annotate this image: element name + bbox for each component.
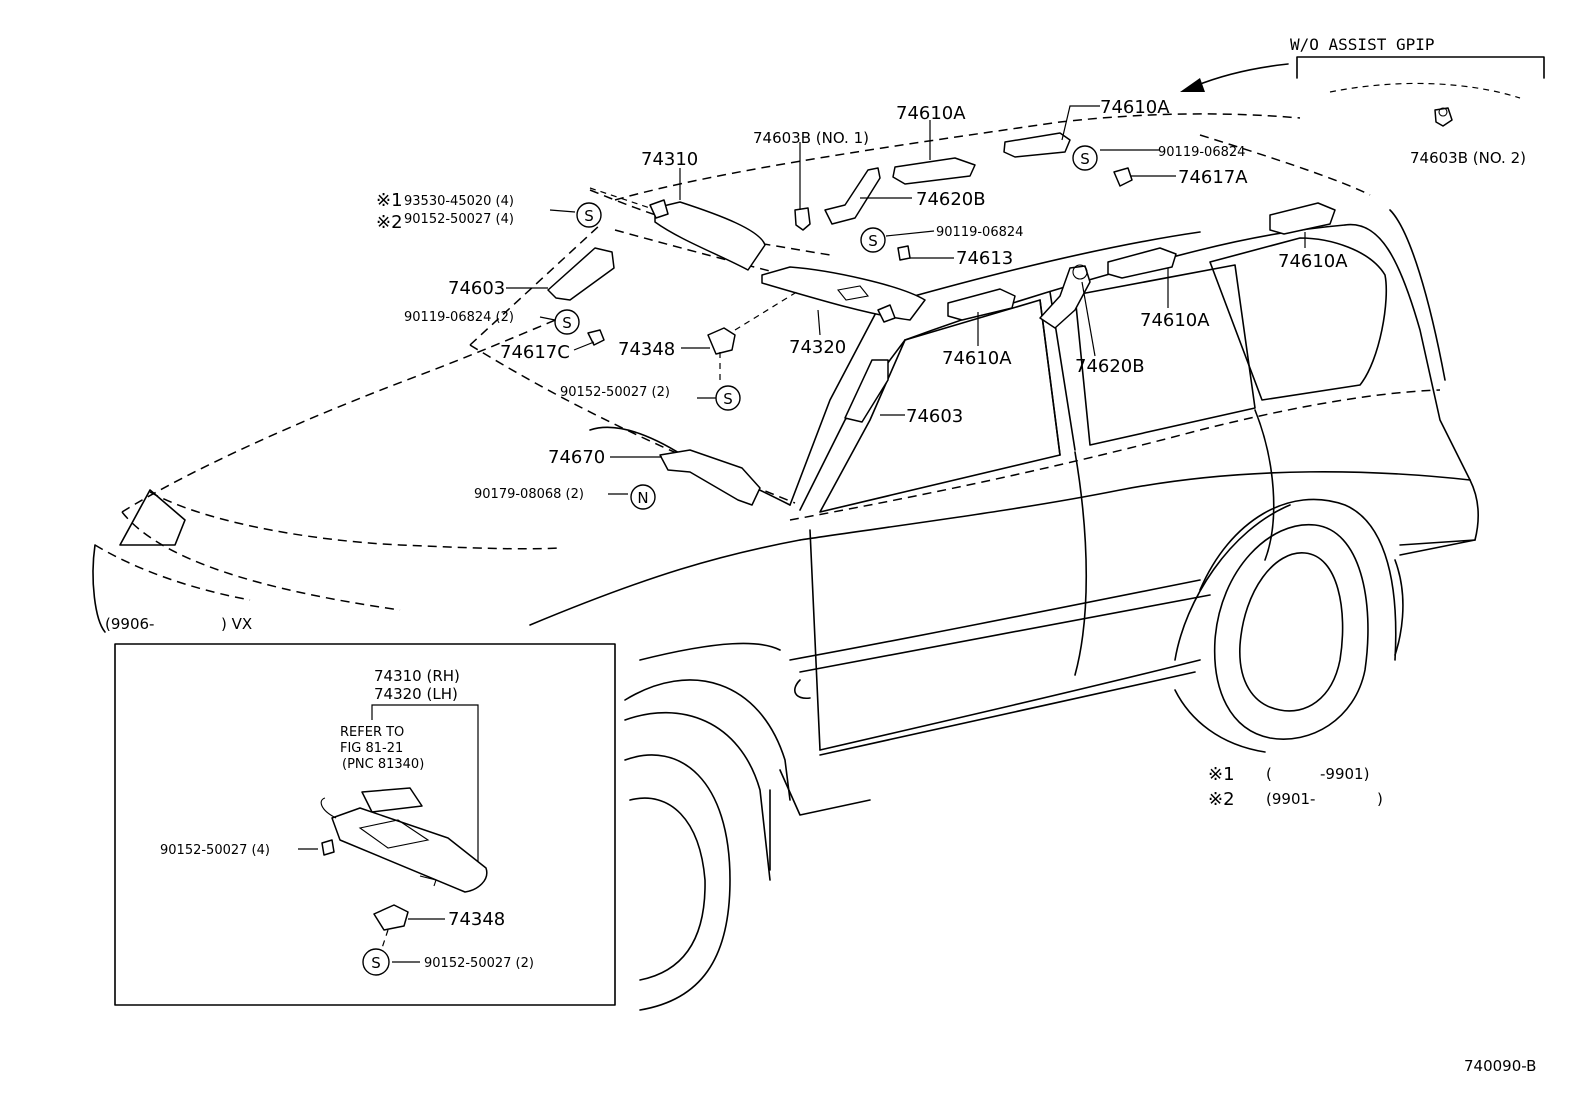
note1-range: -9901) [1320,765,1369,783]
label-90119-06824-2: 90119-06824 (2) [404,310,514,325]
label-74603: 74603 [448,278,505,299]
label-74617C: 74617C [500,342,570,363]
vehicle-outline [92,113,1480,1011]
fastener-symbols: S S S S S N S [362,145,1098,976]
nut-symbol: N [630,484,656,510]
note1-ref: ※1 [376,190,403,211]
screw-symbol-text: S [1080,150,1090,168]
figure-code: 740090-B [1464,1057,1536,1075]
refer-line-3: (PNC 81340) [342,757,424,772]
label-90119-06824: 90119-06824 [936,225,1023,240]
vx-range-start: (9906- [105,615,154,633]
label-90179-08068: 90179-08068 (2) [474,487,584,502]
screw-symbol-text: S [562,314,572,332]
part-labels: W/O ASSIST GPIP 74610A 74610A 74603B (NO… [105,35,1536,1075]
label-74610A: 74610A [1140,310,1210,331]
label-74320-lh: 74320 (LH) [374,685,458,703]
wo-assist-grip-detail [1180,56,1545,127]
label-90152-50027-2: 90152-50027 (2) [424,956,534,971]
note1-range-open: ( [1266,765,1272,783]
inset-labels: 74310 (RH) 74320 (LH) REFER TO FIG 81-21… [160,667,534,971]
note2-range: (9901- [1266,790,1315,808]
label-90119-06824: 90119-06824 [1158,145,1245,160]
screw-symbol-text: S [371,954,381,972]
screw-symbol-text: S [723,390,733,408]
leader-lines [506,105,1306,495]
screw-symbol: S [860,227,886,253]
label-74617A: 74617A [1178,167,1248,188]
label-74610A: 74610A [942,348,1012,369]
label-93530-45020: 93530-45020 (4) [404,194,514,209]
label-74610A: 74610A [1100,97,1170,118]
label-74620B: 74620B [1075,356,1145,377]
label-74670: 74670 [548,447,605,468]
label-74603B-no2: 74603B (NO. 2) [1410,149,1526,167]
screw-symbol: S [362,948,390,976]
screw-symbol-text: S [868,232,878,250]
label-74610A: 74610A [896,103,966,124]
inset-visor-detail [114,643,616,1006]
note1-mark: ※1 [1208,764,1235,785]
label-74603B-no1: 74603B (NO. 1) [753,129,869,147]
parts-hardware [547,132,1336,506]
label-74603: 74603 [906,406,963,427]
label-74348: 74348 [618,339,675,360]
nut-symbol-text: N [637,489,648,507]
screw-symbol: S [1072,145,1098,171]
wo-assist-label: W/O ASSIST GPIP [1290,35,1435,54]
label-74320: 74320 [789,337,846,358]
screw-symbol: S [715,385,741,411]
label-74310: 74310 [641,149,698,170]
refer-line-2: FIG 81-21 [340,741,403,756]
label-90152-50027-4: 90152-50027 (4) [160,843,270,858]
vx-range-end: ) VX [221,615,252,633]
note2-ref: ※2 [376,212,403,233]
label-74610A: 74610A [1278,251,1348,272]
label-90152-50027-2: 90152-50027 (2) [560,385,670,400]
label-74620B: 74620B [916,189,986,210]
label-74613: 74613 [956,248,1013,269]
label-74310-rh: 74310 (RH) [374,667,460,685]
note2-range-close: ) [1377,790,1383,808]
screw-symbol-text: S [584,207,594,225]
screw-symbol: S [576,202,602,228]
label-90152-50027: 90152-50027 (4) [404,212,514,227]
label-74348: 74348 [448,909,505,930]
refer-line-1: REFER TO [340,725,404,740]
note2-mark: ※2 [1208,789,1235,810]
screw-symbol: S [554,309,580,335]
